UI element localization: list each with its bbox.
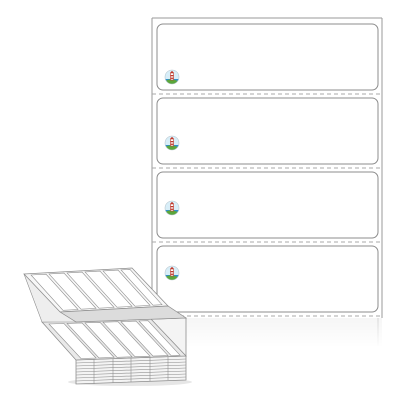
- label-sheet: [150, 17, 384, 348]
- label-2: [156, 97, 379, 165]
- fanfold-label-stack: [23, 267, 192, 386]
- label-4: [156, 245, 379, 313]
- label-1: [156, 23, 379, 91]
- stack-top-sheet: [41, 317, 187, 361]
- stack-unfolding-sheet: [23, 267, 188, 323]
- label-3: [156, 171, 379, 239]
- lighthouse-icon: [164, 200, 180, 216]
- lighthouse-icon: [164, 135, 180, 151]
- lighthouse-icon: [164, 69, 180, 85]
- lighthouse-icon: [164, 265, 180, 281]
